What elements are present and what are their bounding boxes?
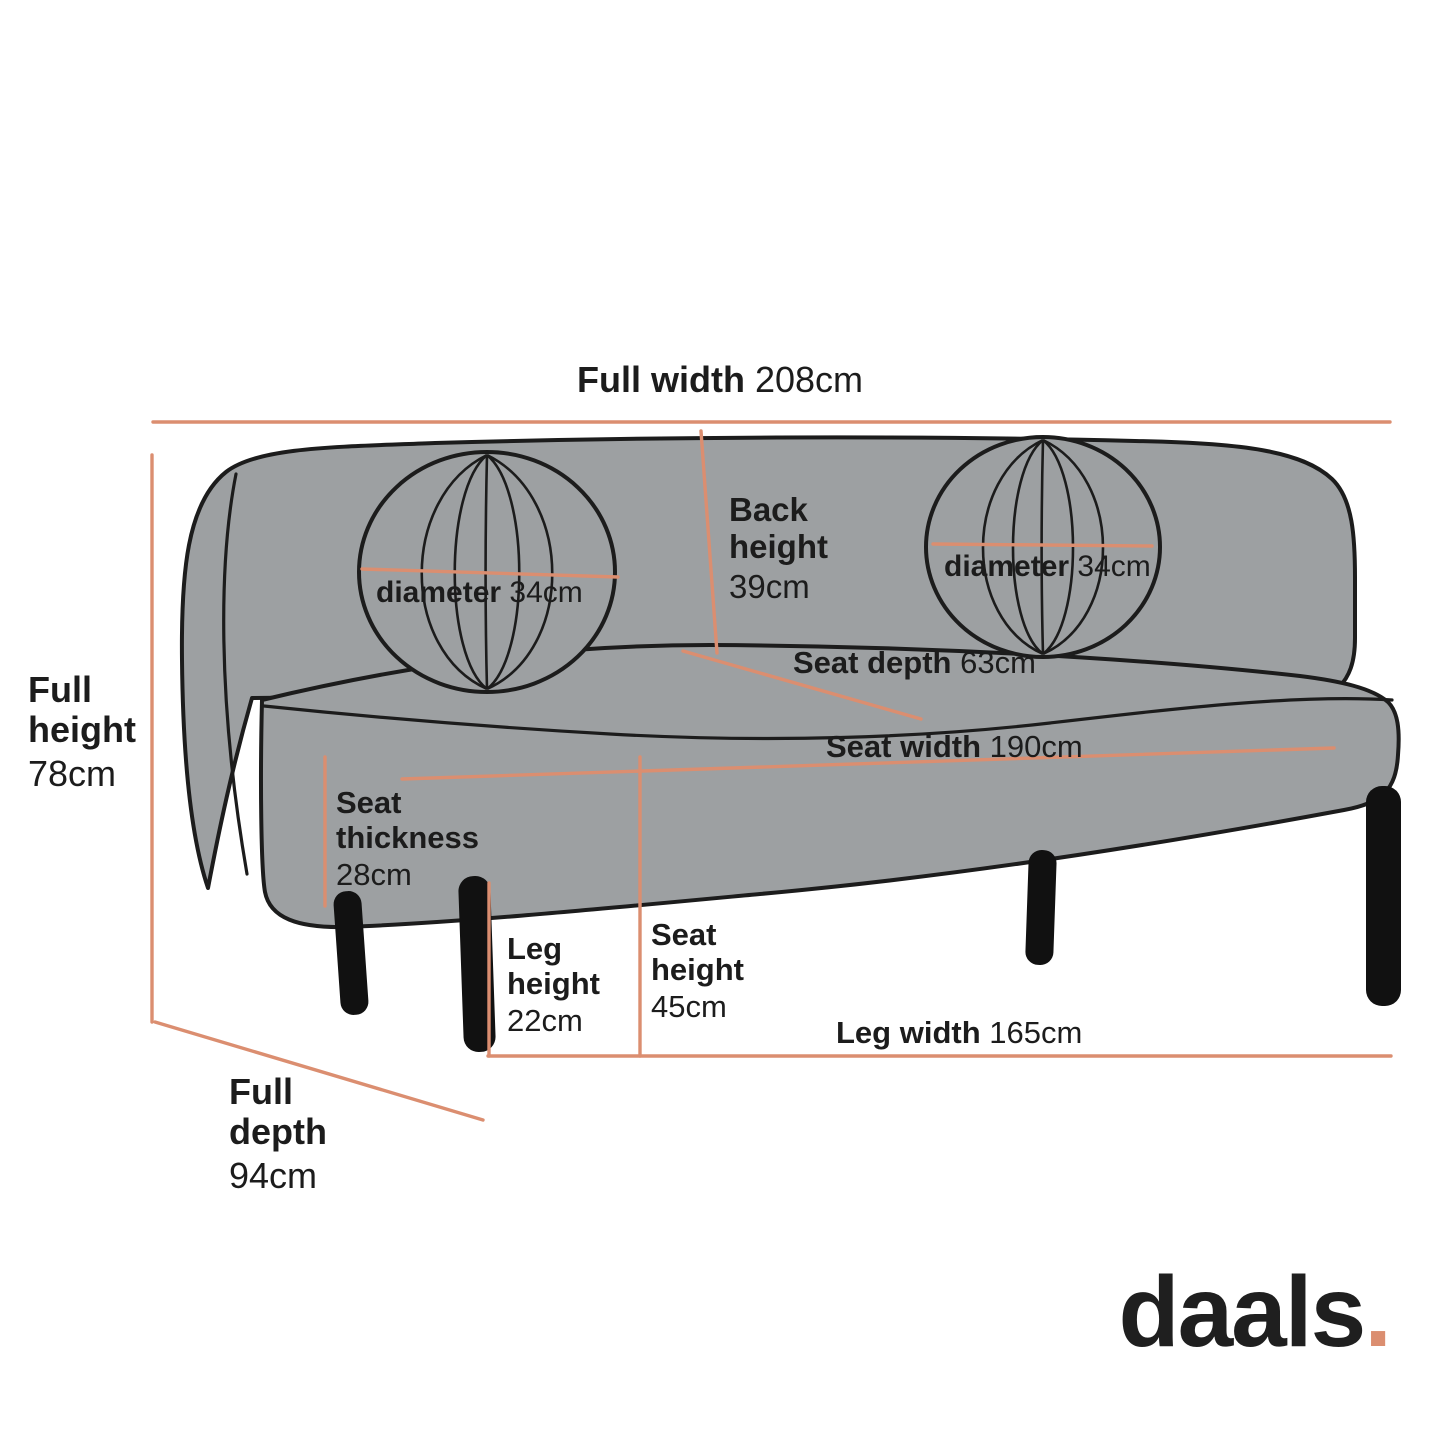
seat-depth-label-text: Seat depth [793, 645, 952, 680]
full-width-label-text: Full width [577, 359, 745, 400]
leg-width-label: Leg width 165cm [836, 1015, 1083, 1051]
leg-height-value: 22cm [507, 1003, 583, 1039]
sofa-seat-front-edge [262, 696, 1394, 741]
seat-thickness-label: Seat thickness 28cm [336, 785, 508, 893]
seat-width-value: 190cm [989, 729, 1083, 764]
leg-width-label-text: Leg width [836, 1015, 981, 1050]
back-height-label: Back height 39cm [729, 491, 851, 606]
diameter-left-label-text: diameter [376, 576, 502, 609]
full-depth-value: 94cm [229, 1154, 318, 1196]
seat-height-value: 45cm [651, 989, 727, 1025]
full-height-label: Full height 78cm [28, 669, 160, 794]
back-height-line [699, 429, 719, 655]
diameter-left-line [360, 567, 620, 579]
seat-height-label-text: Seat height [651, 917, 744, 987]
sofa-leg-front-left [458, 876, 496, 1052]
leg-height-label-text: Leg height [507, 931, 600, 1001]
diameter-left-value: 34cm [509, 576, 583, 609]
brand-logo: daals. [1118, 1262, 1392, 1362]
seat-height-label: Seat height 45cm [651, 917, 769, 1025]
back-height-value: 39cm [729, 567, 810, 605]
leg-width-value: 165cm [989, 1015, 1083, 1050]
full-depth-line [153, 1020, 485, 1122]
seat-width-line [400, 746, 1336, 781]
sofa-illustration [179, 435, 1401, 1052]
dimension-lines [150, 420, 1393, 1122]
seat-depth-value: 63cm [960, 645, 1036, 680]
seat-width-label: Seat width 190cm [826, 729, 1083, 765]
diameter-right-line [931, 542, 1154, 548]
seat-width-label-text: Seat width [826, 729, 982, 764]
diameter-right-label: diameter 34cm [944, 550, 1151, 584]
back-height-label-text: Back height [729, 491, 828, 565]
seat-thickness-label-text: Seat thickness [336, 785, 480, 855]
ball-cushion-right [924, 435, 1162, 659]
brand-logo-text: daals [1118, 1256, 1366, 1368]
full-width-value: 208cm [754, 359, 864, 400]
seat-depth-label: Seat depth 63cm [793, 645, 1036, 681]
diameter-right-label-text: diameter [944, 550, 1070, 583]
diameter-left-label: diameter 34cm [376, 576, 583, 610]
full-height-value: 78cm [28, 752, 117, 794]
sofa-arm-seam [222, 472, 249, 876]
seat-thickness-value: 28cm [336, 857, 412, 893]
sofa-leg-rear-right [1025, 849, 1057, 966]
brand-logo-dot: . [1364, 1256, 1392, 1368]
full-width-label: Full width 208cm [577, 359, 864, 400]
diameter-right-value: 34cm [1077, 550, 1151, 583]
full-height-label-text: Full height [28, 669, 136, 751]
full-depth-label: Full depth 94cm [229, 1071, 361, 1196]
full-depth-label-text: Full depth [229, 1071, 327, 1153]
seat-depth-line [681, 649, 923, 721]
leg-height-label: Leg height 22cm [507, 931, 625, 1039]
sofa-leg-rear-left [333, 891, 369, 1015]
sofa-leg-front-right [1366, 786, 1401, 1006]
